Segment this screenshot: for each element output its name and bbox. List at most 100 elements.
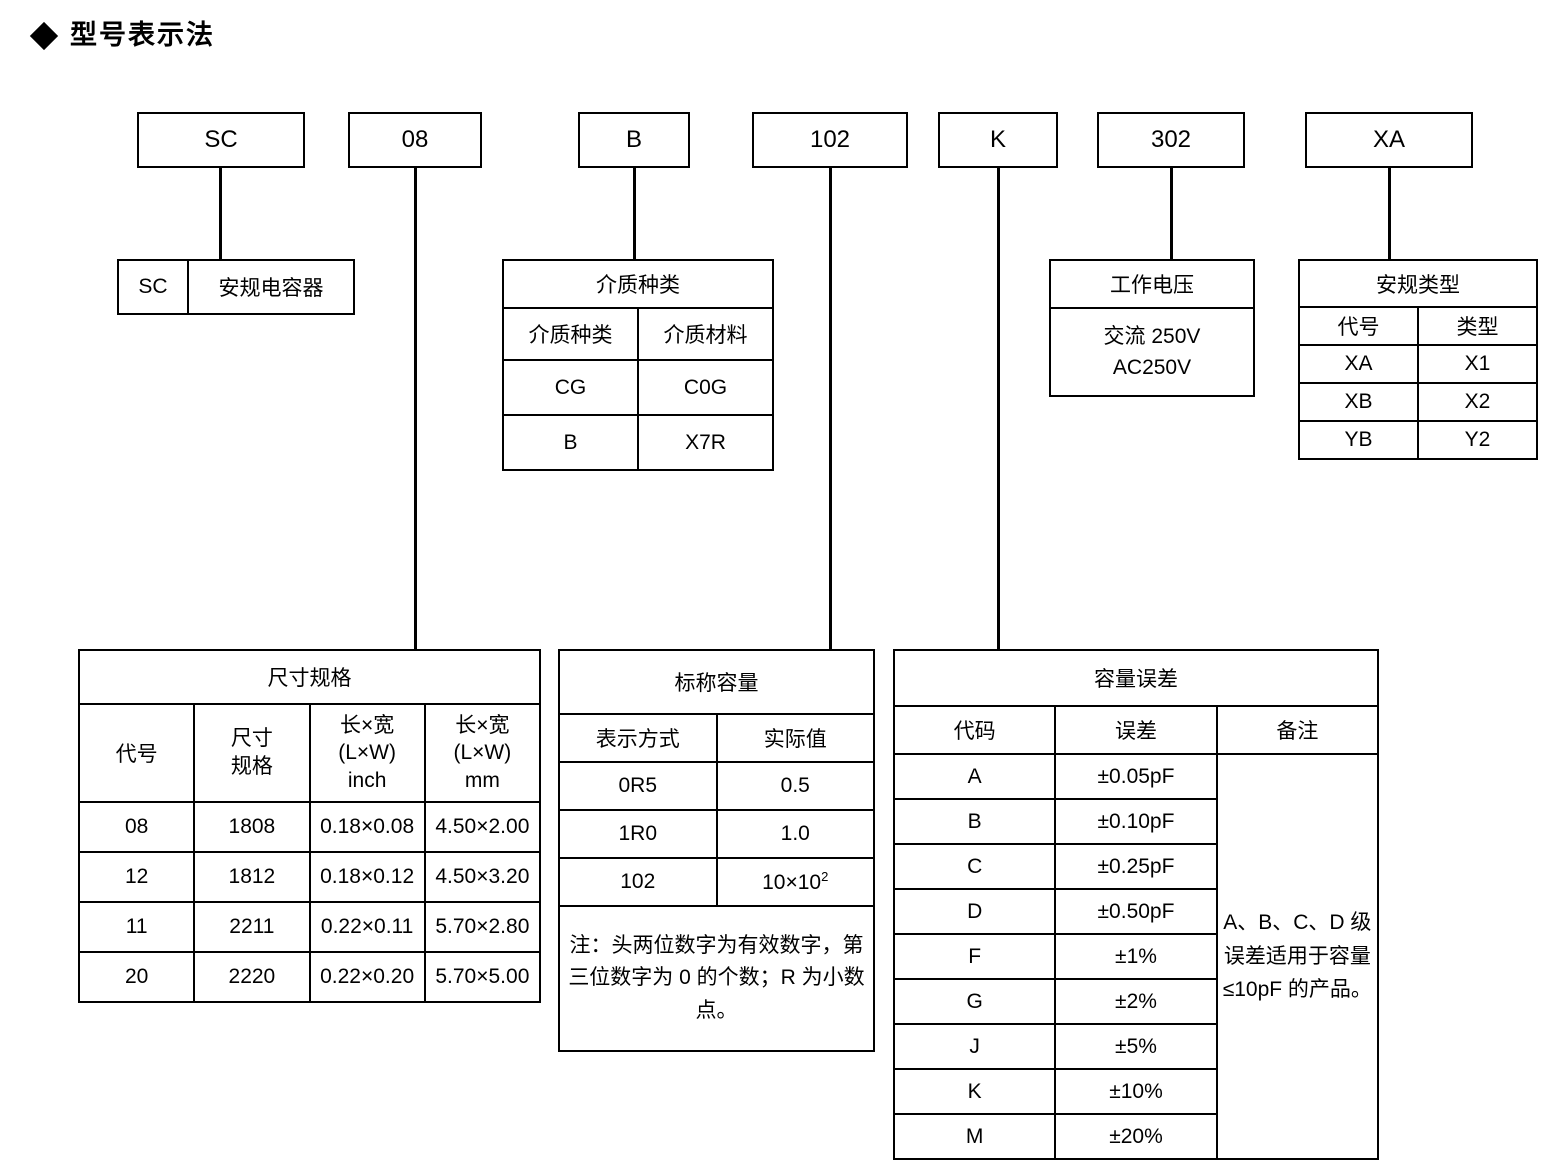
safety-code-cell: XA — [1298, 344, 1419, 384]
series-description-cell: 安规电容器 — [187, 259, 355, 315]
capacitance-note: 注：头两位数字为有效数字，第三位数字为 0 的个数；R 为小数点。 — [558, 905, 875, 1052]
voltage-value-line1: 交流 250V — [1103, 324, 1201, 348]
safety-table-title: 安规类型 — [1298, 259, 1538, 308]
tolerance-value-cell: ±0.05pF — [1054, 753, 1218, 800]
part-code-box-tolerance: K — [938, 112, 1058, 168]
table-row: D ±0.50pF — [892, 888, 1378, 935]
size-code-cell: 20 — [77, 951, 196, 1003]
safety-code-cell: XB — [1298, 382, 1419, 422]
size-col-header-spec-l1: 尺寸 — [230, 726, 273, 750]
table-row: B X7R — [502, 414, 774, 471]
table-row: K ±10% — [892, 1068, 1378, 1115]
tolerance-code-cell: B — [892, 798, 1057, 845]
dielectric-kind-cell: B — [502, 414, 639, 471]
part-code-box-safety: XA — [1305, 112, 1473, 168]
capacitance-notation-cell: 102 — [558, 857, 718, 907]
size-col-header-inch-l2: (L×W) — [338, 741, 396, 765]
size-inch-cell: 0.22×0.11 — [308, 901, 426, 953]
dielectric-material-cell: X7R — [637, 414, 774, 471]
table-row: 代码 误差 备注 — [892, 705, 1380, 755]
size-table-title: 尺寸规格 — [78, 649, 541, 705]
safety-code-cell: YB — [1298, 420, 1419, 460]
table-row: 12 1812 0.18×0.12 4.50×3.20 — [77, 851, 542, 903]
table-row: XB X2 — [1298, 382, 1538, 422]
size-col-header-mm-l3: mm — [464, 768, 500, 792]
capacitance-notation-cell: 0R5 — [558, 761, 718, 811]
tolerance-value-cell: ±5% — [1054, 1023, 1218, 1070]
capacitance-value-cell: 10×102 — [715, 857, 875, 907]
part-code-label: B — [625, 126, 642, 153]
table-row: 介质种类 — [502, 259, 774, 309]
table-row: 11 2211 0.22×0.11 5.70×2.80 — [77, 901, 542, 953]
table-row: 代号 尺寸 规格 长×宽 (L×W) inch 长×宽 (L×W) mm — [77, 703, 542, 803]
series-table: SC 安规电容器 — [117, 259, 355, 315]
part-code-box-size: 08 — [348, 112, 482, 168]
part-code-box-series: SC — [137, 112, 305, 168]
tolerance-code-cell: G — [892, 978, 1057, 1025]
page-title-text: 型号表示法 — [70, 20, 215, 50]
tolerance-remark-cell: A、B、C、D 级误差适用于容量≤10pF 的产品。 — [1215, 753, 1380, 1160]
tolerance-code-cell: K — [892, 1068, 1057, 1115]
size-col-header-inch-l3: inch — [347, 768, 387, 792]
size-mm-cell: 4.50×3.20 — [423, 851, 542, 903]
table-row: 102 10×102 — [558, 857, 875, 907]
capacitance-value-base: 10×10 — [762, 871, 822, 894]
tolerance-col-header-remark: 备注 — [1215, 705, 1380, 755]
table-row: 尺寸规格 — [78, 649, 541, 705]
size-col-header-mm-l1: 长×宽 — [455, 714, 510, 738]
connector-line-series — [219, 168, 222, 260]
table-row: 注：头两位数字为有效数字，第三位数字为 0 的个数；R 为小数点。 — [558, 905, 875, 1052]
tolerance-value-cell: ±2% — [1054, 978, 1218, 1025]
table-row: 介质种类 介质材料 — [502, 307, 774, 361]
safety-col-header-code: 代号 — [1298, 306, 1419, 346]
page-title: 型号表示法 — [29, 20, 215, 50]
tolerance-table: 容量误差 代码 误差 备注 A ±0.05pF A、B、C、D 级误差适用于容量… — [892, 649, 1380, 1160]
safety-type-cell: X2 — [1417, 382, 1538, 422]
size-col-header-spec: 尺寸 规格 — [193, 703, 311, 803]
size-spec-cell: 2220 — [193, 951, 311, 1003]
part-code-label: 08 — [401, 126, 429, 153]
part-code-label: XA — [1372, 126, 1405, 153]
table-row: YB Y2 — [1298, 420, 1538, 460]
table-row: C ±0.25pF — [892, 843, 1378, 890]
connector-line-tolerance — [997, 168, 1000, 650]
size-spec-cell: 1808 — [193, 801, 311, 853]
safety-class-table: 安规类型 代号 类型 XA X1 XB X2 YB Y2 — [1298, 259, 1538, 460]
table-row: 交流 250V AC250V — [1049, 307, 1255, 397]
voltage-table-title: 工作电压 — [1049, 259, 1255, 309]
capacitance-table: 标称容量 表示方式 实际值 0R5 0.5 1R0 1.0 102 10×102… — [558, 649, 875, 1052]
voltage-table: 工作电压 交流 250V AC250V — [1049, 259, 1255, 397]
table-row: F ±1% — [892, 933, 1378, 980]
part-code-label: K — [989, 126, 1006, 153]
size-mm-cell: 5.70×2.80 — [423, 901, 542, 953]
capacitance-col-header-value: 实际值 — [715, 713, 875, 763]
size-code-cell: 12 — [77, 851, 196, 903]
capacitance-value-cell: 0.5 — [715, 761, 875, 811]
tolerance-value-cell: ±10% — [1054, 1068, 1218, 1115]
table-row: 0R5 0.5 — [558, 761, 875, 811]
dielectric-kind-cell: CG — [502, 359, 639, 416]
tolerance-table-title: 容量误差 — [893, 649, 1379, 707]
size-mm-cell: 5.70×5.00 — [423, 951, 542, 1003]
tolerance-value-cell: ±0.10pF — [1054, 798, 1218, 845]
part-code-box-dielectric: B — [578, 112, 690, 168]
size-spec-cell: 1812 — [193, 851, 311, 903]
size-col-header-code: 代号 — [77, 703, 196, 803]
table-row: 20 2220 0.22×0.20 5.70×5.00 — [77, 951, 542, 1003]
connector-line-size — [414, 168, 417, 650]
capacitance-col-header-notation: 表示方式 — [558, 713, 718, 763]
table-row: 安规类型 — [1298, 259, 1538, 308]
table-row: B ±0.10pF — [892, 798, 1378, 845]
tolerance-code-cell: F — [892, 933, 1057, 980]
size-col-header-inch: 长×宽 (L×W) inch — [308, 703, 426, 803]
capacitance-notation-cell: 1R0 — [558, 809, 718, 859]
safety-type-cell: X1 — [1417, 344, 1538, 384]
connector-line-dielectric — [633, 168, 636, 260]
size-col-header-mm-l2: (L×W) — [453, 741, 512, 765]
capacitance-value-exponent: 2 — [821, 869, 829, 884]
size-inch-cell: 0.18×0.12 — [308, 851, 426, 903]
size-col-header-spec-l2: 规格 — [230, 755, 273, 778]
size-spec-cell: 2211 — [193, 901, 311, 953]
tolerance-code-cell: M — [892, 1113, 1057, 1160]
table-row: XA X1 — [1298, 344, 1538, 384]
